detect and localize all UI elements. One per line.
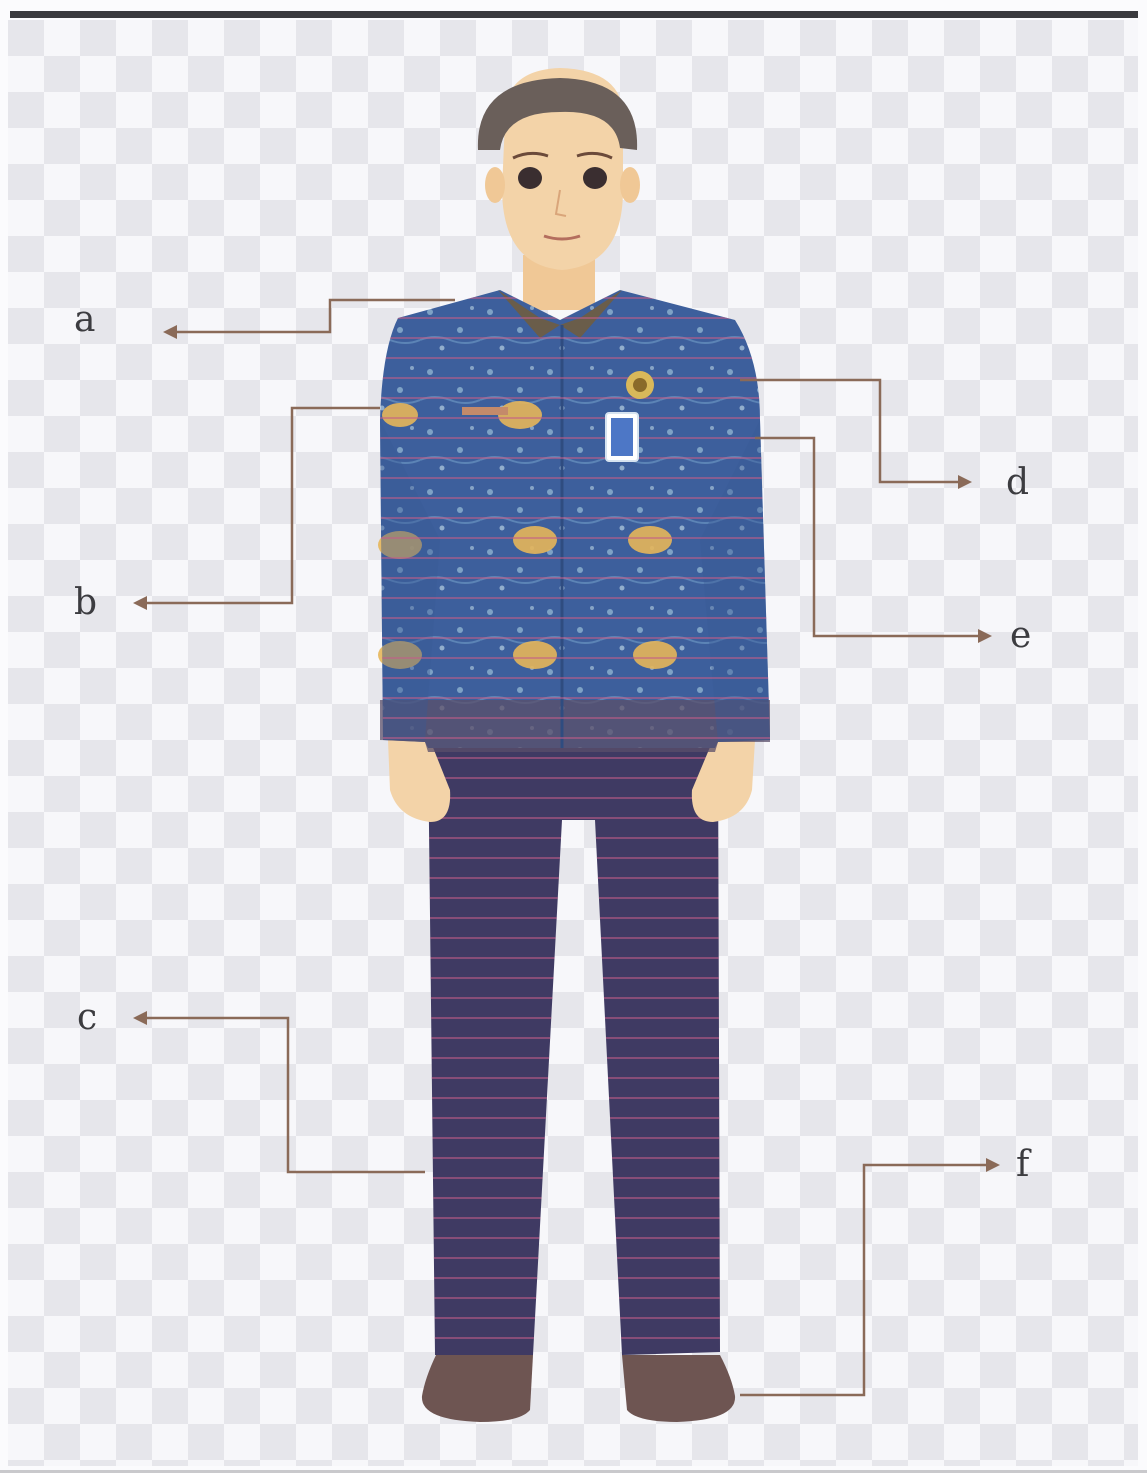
batik-shirt <box>378 290 770 752</box>
arrowhead-e <box>978 629 992 643</box>
pin-icon <box>462 407 508 415</box>
leader-line-f <box>740 1165 990 1395</box>
head <box>478 68 640 310</box>
label-e: e <box>1010 618 1031 654</box>
trousers <box>428 740 720 1355</box>
label-b: b <box>74 585 97 621</box>
leader-line-e <box>755 438 980 636</box>
arrowhead-c <box>133 1011 147 1025</box>
label-c: c <box>77 1000 97 1036</box>
arrowhead-d <box>958 475 972 489</box>
emblem-icon <box>626 371 654 399</box>
label-f: f <box>1016 1147 1029 1183</box>
id-badge-icon <box>606 413 638 461</box>
arrowhead-f <box>986 1158 1000 1172</box>
arrowhead-b <box>133 596 147 610</box>
label-a: a <box>74 302 95 338</box>
label-d: d <box>1006 465 1029 501</box>
leader-line-d <box>740 380 960 482</box>
leader-line-c <box>145 1018 425 1172</box>
arrowhead-a <box>163 325 177 339</box>
leader-line-b <box>145 408 380 603</box>
shoes <box>422 1355 735 1422</box>
